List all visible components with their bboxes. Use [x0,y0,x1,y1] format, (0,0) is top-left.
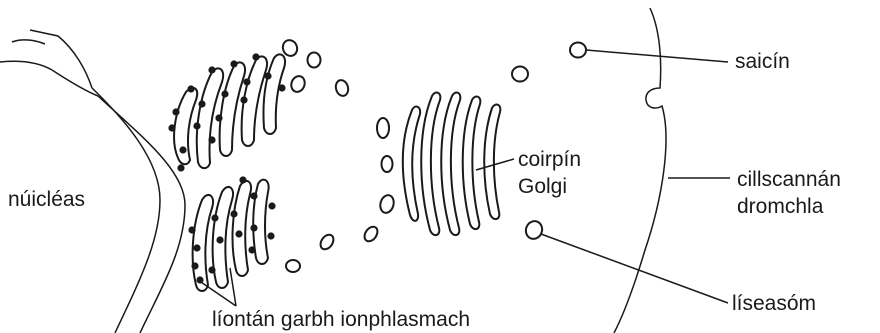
label-vesicle: saicín [735,50,790,73]
label-membrane-line2: dromchla [737,195,824,218]
nuclear-envelope [0,30,185,333]
label-nucleus: núicléas [8,188,85,211]
label-rough-er: líontán garbh ionphlasmach [212,308,470,331]
golgi-body [403,93,501,236]
label-golgi-line2: Golgi [518,175,567,198]
lysosome-body [523,219,544,241]
vesicle-body [570,43,586,58]
label-golgi-line1: coirpín [518,148,581,171]
label-lysosome: líseasóm [732,292,816,315]
rough-er-upper [174,54,285,168]
label-membrane-line1: cillscannán [737,168,841,191]
